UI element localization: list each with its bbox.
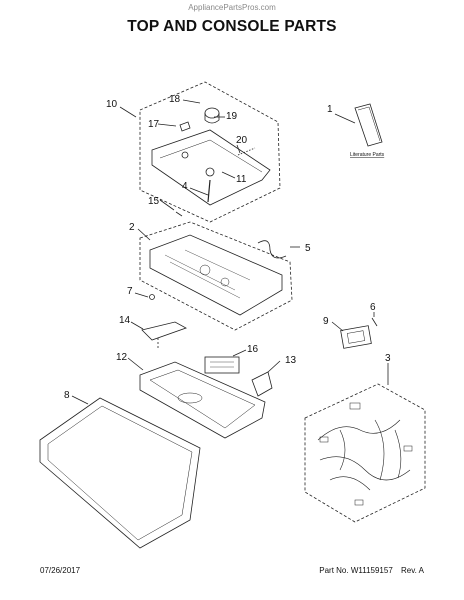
control-board-16 bbox=[204, 356, 240, 374]
footer-date: 07/26/2017 bbox=[40, 566, 81, 575]
site-watermark: AppliancePartsPros.com bbox=[188, 3, 276, 12]
callout-11: 11 bbox=[236, 174, 247, 185]
bracket-9 bbox=[340, 325, 372, 349]
callout-5: 5 bbox=[305, 243, 311, 254]
callout-9: 9 bbox=[323, 316, 329, 327]
footer-part-info: Part No. W11159157 Rev. A bbox=[313, 566, 424, 575]
group-10-outline bbox=[139, 81, 281, 223]
console-base bbox=[149, 234, 283, 316]
callout-6: 6 bbox=[370, 302, 376, 313]
footer-part-number: Part No. W11159157 bbox=[319, 566, 393, 575]
callout-2: 2 bbox=[129, 222, 135, 233]
console-cover bbox=[151, 129, 271, 206]
harness-3-outline bbox=[304, 383, 426, 523]
knob-19 bbox=[204, 107, 220, 119]
literature-parts-1 bbox=[354, 103, 383, 147]
top-panel-12 bbox=[139, 361, 266, 439]
callout-16: 16 bbox=[247, 344, 259, 355]
callout-15: 15 bbox=[148, 196, 160, 207]
callout-19: 19 bbox=[226, 111, 238, 122]
callout-18: 18 bbox=[169, 94, 181, 105]
callout-20: 20 bbox=[236, 135, 248, 146]
callout-8: 8 bbox=[64, 390, 70, 401]
lid-8 bbox=[39, 397, 201, 549]
wire-harness-3 bbox=[317, 419, 411, 491]
footer-revision: Rev. A bbox=[401, 566, 424, 575]
bracket-14 bbox=[141, 321, 187, 341]
page-title: TOP AND CONSOLE PARTS bbox=[127, 18, 337, 35]
callout-13: 13 bbox=[285, 355, 297, 366]
callout-4: 4 bbox=[182, 181, 188, 192]
callout-10: 10 bbox=[106, 99, 118, 110]
callout-17: 17 bbox=[148, 119, 160, 130]
callout-14: 14 bbox=[119, 315, 131, 326]
callout-12: 12 bbox=[116, 352, 128, 363]
callout-7: 7 bbox=[127, 286, 133, 297]
group-2-outline bbox=[139, 221, 293, 331]
callout-3: 3 bbox=[385, 353, 391, 364]
literature-parts-label: Literature Parts bbox=[350, 152, 385, 158]
callout-1: 1 bbox=[327, 104, 333, 115]
